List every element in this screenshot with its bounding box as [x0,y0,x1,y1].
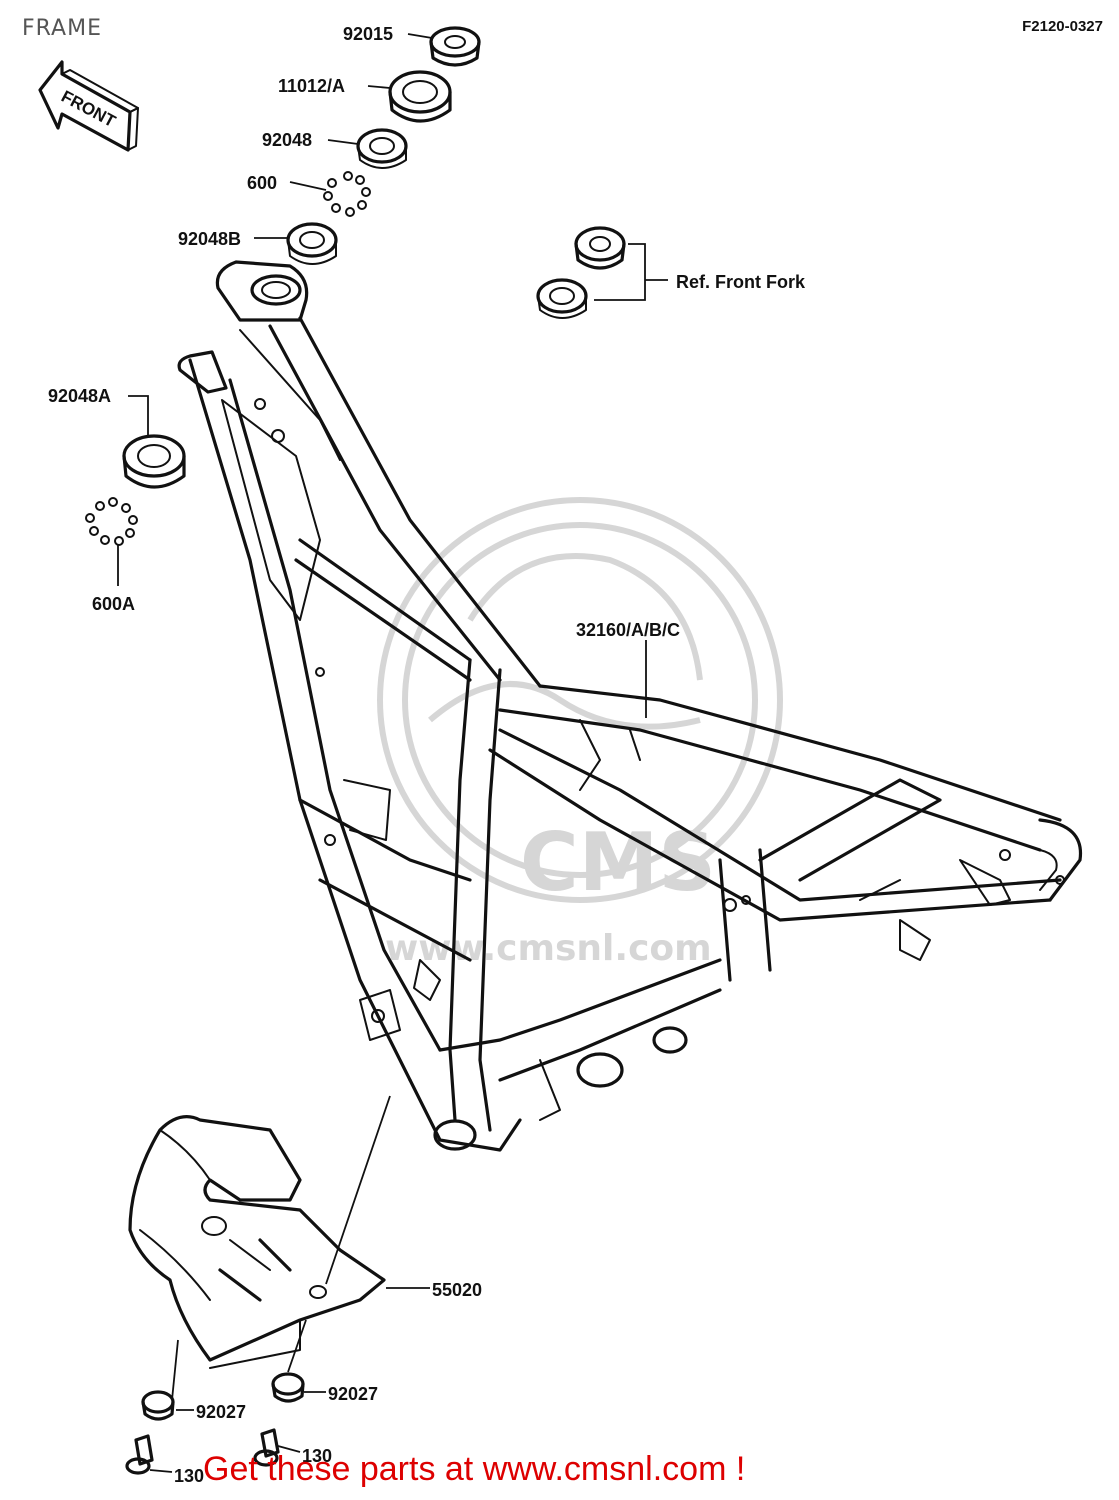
label-92048B: 92048B [178,229,241,249]
steel-balls-600 [323,171,371,217]
label-130-right: 130 [302,1446,332,1466]
label-600: 600 [247,173,277,193]
steel-balls-600A [85,497,138,546]
front-fork-washer [536,278,588,319]
collar-nut-92027-right [271,1372,305,1403]
label-92015: 92015 [343,24,393,44]
main-frame-32160 [177,260,1083,1152]
label-55020: 55020 [432,1280,482,1300]
get-parts-promo-link[interactable]: Get these parts at www.cmsnl.com ! [203,1450,746,1488]
ref-front-fork-bracket [594,243,668,301]
label-32160: 32160/A/B/C [576,620,680,640]
label-11012: 11012/A [278,76,345,96]
bearing-race-92048A [122,434,186,489]
bearing-race-92048 [356,128,408,169]
label-92048: 92048 [262,130,312,150]
watermark-url: www.cmsnl.com [385,928,712,969]
bolt-130-right [253,1428,280,1467]
bearing-race-92048B [286,222,338,265]
label-92027-right: 92027 [328,1384,378,1404]
label-92048A: 92048A [48,386,111,406]
leader-lines [117,33,647,1473]
label-92027-left: 92027 [196,1402,246,1422]
skid-plate-55020 [128,1115,386,1369]
collar-nut-92027-left [141,1390,175,1421]
page-title: FRAME [22,16,102,41]
cms-watermark: CMS www.cmsnl.com [377,497,783,969]
label-ref-front-fork: Ref. Front Fork [676,272,806,292]
label-600A: 600A [92,594,135,614]
front-fork-nut [574,226,626,270]
diagram-code: F2120-0327 [1022,18,1103,35]
steering-stem-cap-11012 [388,70,452,123]
front-direction-arrow: FRONT [38,60,139,152]
label-130-left: 130 [174,1466,204,1486]
steering-nut-92015 [429,26,481,67]
bolt-130-left [125,1434,154,1475]
